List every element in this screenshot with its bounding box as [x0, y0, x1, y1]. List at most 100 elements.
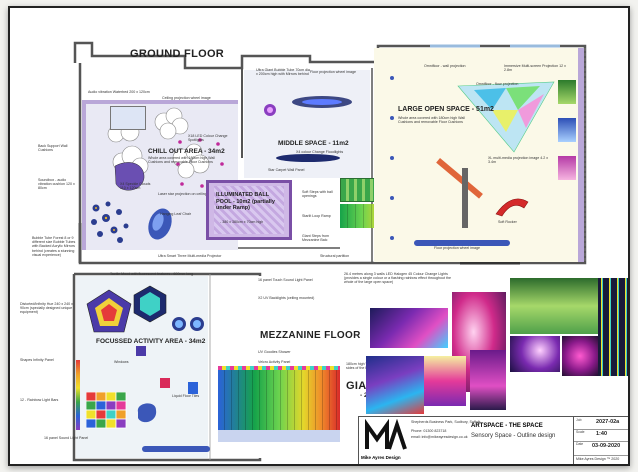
rainbow-light-label: 12 - Rainbow Light Bars — [20, 398, 59, 402]
drawing-sheet: GROUND FLOOR — [8, 6, 630, 466]
floor-cushioned-area — [142, 446, 210, 452]
company-logo: Mike Ayres Design — [361, 418, 407, 464]
ultra-smart-label: Ultra Smart Three Multi-media Projector — [158, 254, 222, 258]
waterbed-icon — [110, 106, 146, 130]
focussed-title: FOCUSSED ACTIVITY AREA - 34m2 — [96, 338, 206, 345]
sound-light-discs — [172, 317, 204, 331]
chill-out-title: CHILL OUT AREA - 34m2 — [148, 148, 225, 155]
chill-out-desc: Whole area covered with 180cm high Wall … — [148, 156, 215, 164]
photo-infinity-tunnel — [370, 308, 448, 348]
floor-projection-discs — [264, 96, 352, 162]
soft-rocker-label: Soft Rocker — [498, 220, 517, 224]
footer-text: Mike Ayres Design ™ 2020 — [576, 457, 620, 461]
giants-ramp-steps — [218, 370, 340, 430]
wall-projection-image-1 — [558, 80, 576, 104]
liquid-floor-tile-1 — [160, 378, 170, 388]
hanging-chair-label: Hanging Leaf Chair — [160, 212, 191, 216]
shapes-infinity-panel — [133, 285, 167, 323]
mirror-panel-label: XL multi-media projection image 4.2 x 3.… — [488, 156, 548, 165]
title-meta: Job 2027-02a Scale 1:40 Date 03-09-2020 … — [573, 417, 628, 464]
soundbox-cushion — [148, 208, 172, 240]
photo-steps — [366, 356, 424, 414]
liquid-floor-tile-2 — [188, 382, 198, 394]
star-carpet-label: Star Carpet Wall Panel — [268, 168, 305, 172]
immersive-projection — [457, 81, 555, 153]
large-open-desc: Whole area covered with 180cm high Wall … — [398, 116, 465, 124]
job-label: Job — [576, 418, 582, 422]
ground-floor-walls — [73, 41, 587, 265]
uv-goodie-label: UV Goodies Shower — [258, 350, 291, 354]
wall-projection-image-2 — [558, 118, 576, 142]
tactile-mood-label: Tactile Mood with fluorescent features -… — [110, 272, 194, 276]
title-block: Mike Ayres Design Shepherds Business Par… — [358, 416, 628, 464]
ground-floor-plan: GROUND FLOOR — [10, 8, 628, 268]
photo-light-strips — [598, 278, 628, 376]
photo-forest-projection — [510, 278, 598, 334]
wall-cushions-left-side — [82, 100, 86, 250]
floor-proj-top-label: Floor projection wheel image — [310, 70, 356, 74]
ramp-lights — [218, 366, 340, 370]
ball-pool-inner — [214, 186, 284, 234]
project-subtitle: Sensory Space - Outline design — [471, 433, 556, 439]
liquid-floor-label: Liquid Floor Tiles — [172, 394, 200, 398]
wall-projection-image-3 — [558, 156, 576, 180]
soundbox-label: Soundbox - audio vibration cushion 120 x… — [38, 178, 75, 191]
floor-proj-bottom-label: Floor projection wheel image — [434, 246, 480, 250]
photo-night-sky — [510, 336, 560, 372]
ceiling-projection-label: Ceiling projection wheel image — [162, 96, 211, 100]
giant-steps-label: Giant Steps from Mezzanine Balc — [302, 234, 329, 243]
gl-floodlights-label: X4 colour Change Floodlights — [296, 150, 344, 154]
audio-waterbed-label: Audio vibration Waterbed 200 x 120cm — [88, 90, 150, 94]
project-title: ARTSPACE - THE SPACE — [471, 423, 543, 429]
photo-colour-room — [422, 356, 466, 406]
sound-light-label: 16 panel Sound Light Panel — [44, 436, 89, 440]
wall-cushions-left — [82, 100, 238, 104]
company-phone: Phone: 01300 823718 — [411, 429, 447, 433]
ball-pool-desc: - 380 x 380cm x 70cm high — [220, 220, 264, 224]
company-email: email: info@mikeayresdesign.co.uk — [411, 435, 468, 439]
sound-light-panel — [86, 392, 127, 429]
scale-label: Scale — [576, 430, 585, 434]
mike-ayres-logo-icon — [365, 418, 407, 450]
led-colour-label: 26.4 metres along 3 walls LED Halogen 45… — [344, 272, 452, 285]
tactile-mood-blob — [137, 403, 157, 423]
job-number: 2027-02a — [596, 419, 620, 425]
speckle-clouds-label: X4 Speckle Clouds 110 x 120cm — [120, 182, 151, 191]
rainbow-light-bars — [76, 360, 80, 430]
omnifloor-label: Omnifloor - wall projection — [424, 64, 466, 68]
uv-backlights-label: X2 UV Backlights (ceiling mounted) — [258, 296, 315, 300]
wall-cushions-right — [578, 48, 584, 262]
large-open-title: LARGE OPEN SPACE - 51m2 — [398, 106, 494, 113]
company-name: Mike Ayres Design — [361, 455, 401, 460]
distorted-infinity-panel — [86, 289, 132, 333]
photo-child — [470, 350, 506, 410]
shapes-panel-label: Shapes Infinity Panel — [20, 358, 54, 362]
distorted-mirror-label: Distorted/Infinity Hue 240 x 240 x 90cm … — [20, 302, 73, 315]
led-spotlights-label: X18 LED Colour Change Spotlights — [188, 134, 228, 143]
date-value: 03-09-2020 — [592, 443, 621, 449]
scale-value: 1:40 — [596, 431, 608, 437]
soft-rocker — [495, 198, 529, 217]
floor-projection-mat — [414, 240, 510, 246]
ceiling-spots-left — [390, 76, 394, 240]
company-address: Shepherds Business Park, Sudbury, Suffol… — [411, 420, 481, 424]
starlit-ramp-label: Starlit Loop Ramp — [302, 214, 331, 218]
bubble-tube-forest — [91, 201, 129, 243]
ground-floor-heading: GROUND FLOOR — [130, 48, 225, 60]
touch-sound-label: 16 panel Touch Sound Light Panel — [258, 278, 313, 282]
bubble-forest-label: Bubble Tube Forest 8 or 9 different size… — [32, 236, 76, 257]
date-label: Date — [576, 442, 584, 446]
windows-label: Windows — [114, 360, 129, 364]
soft-steps-label: Soft Steps with ball openings — [302, 190, 333, 199]
led-spotlights — [176, 138, 224, 188]
giants-ramp — [218, 370, 340, 430]
window-square — [136, 346, 146, 356]
velcro-panel-label: Velcro Activity Panel — [258, 360, 291, 364]
back-support-label: Back Support Wall Cushions — [38, 144, 68, 153]
photo-sphere-room — [562, 336, 598, 376]
omnifloor-floor-label: Omnifloor - floor projection — [476, 82, 519, 86]
ball-pool-title: ILLUMINATED BALL POOL - 10m2 (partially … — [216, 192, 275, 211]
structural-label: Structural partition — [320, 254, 350, 258]
wall-bubble-label: Ultra Giant Bubble Tube 70cm dia x 200cm… — [256, 68, 310, 77]
structural-post — [462, 168, 468, 228]
